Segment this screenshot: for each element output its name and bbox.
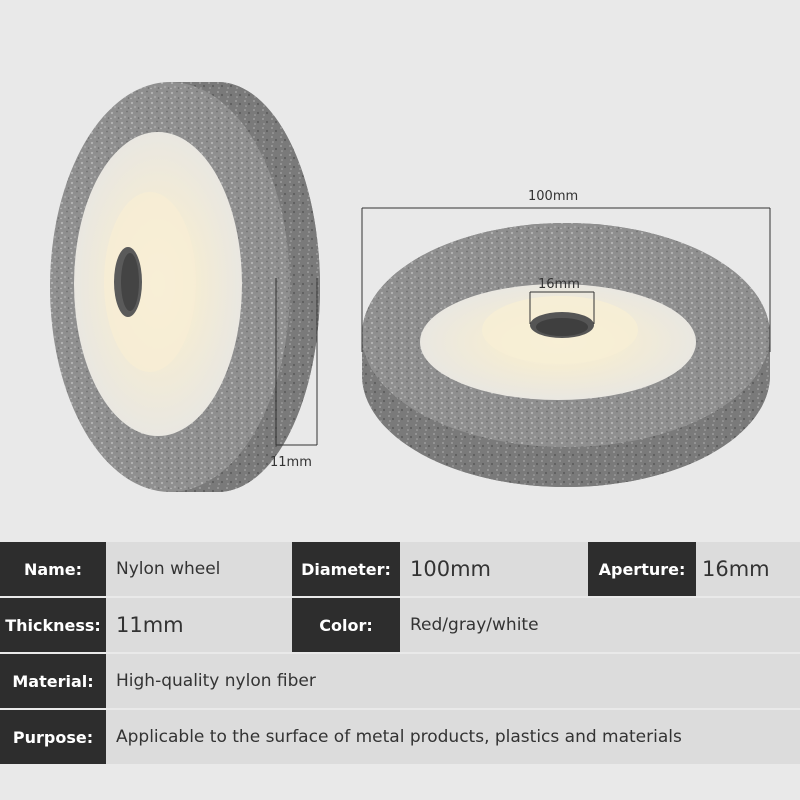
color-value: Red/gray/white [410,615,539,635]
spec-row-material: Material: High-quality nylon fiber [0,654,800,708]
diameter-value: 100mm [410,557,491,581]
purpose-value: Applicable to the surface of metal produ… [116,727,682,747]
aperture-label: Aperture: [588,542,696,596]
diameter-dimension: 100mm [361,189,771,352]
color-label: Color: [292,598,400,652]
spec-row-name-diameter-aperture: Name: Nylon wheel Diameter: 100mm Apertu… [0,542,800,596]
material-value: High-quality nylon fiber [116,671,316,691]
spec-row-purpose: Purpose: Applicable to the surface of me… [0,710,800,764]
thickness-dimension-label: 11mm [270,455,312,470]
diameter-dimension-label: 100mm [528,189,578,204]
aperture-value: 16mm [702,557,770,581]
diameter-label: Diameter: [292,542,400,596]
name-value: Nylon wheel [116,559,221,579]
spec-table: Name: Nylon wheel Diameter: 100mm Apertu… [0,542,800,766]
product-illustration: 11mm 100mm 16mm [50,82,771,492]
material-label: Material: [0,654,106,708]
wheel-side-view [50,82,320,492]
name-label: Name: [0,542,106,596]
thickness-value: 11mm [116,613,184,637]
aperture-dimension: 16mm [529,277,595,324]
thickness-dimension: 11mm [270,278,318,470]
purpose-label: Purpose: [0,710,106,764]
thickness-label: Thickness: [0,598,106,652]
spec-row-thickness-color: Thickness: 11mm Color: Red/gray/white [0,598,800,652]
wheel-angled-view [362,223,770,487]
aperture-dimension-label: 16mm [538,277,580,292]
